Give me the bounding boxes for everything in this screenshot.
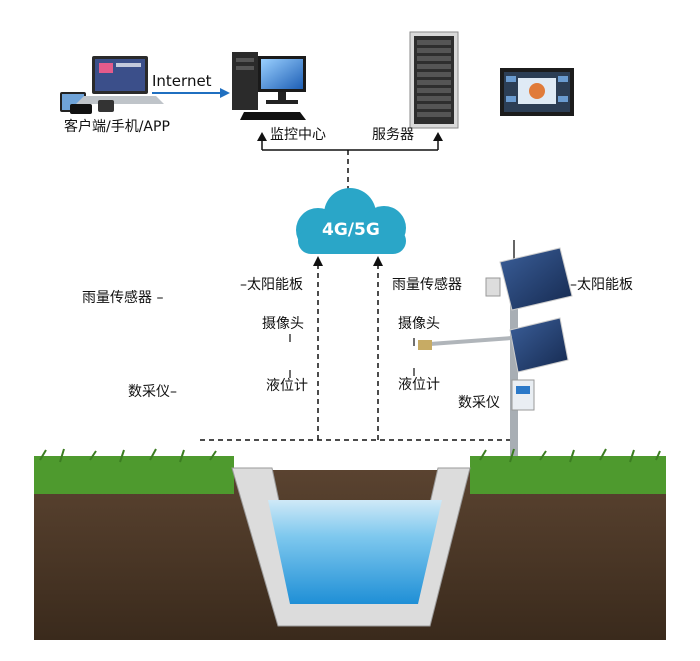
internet-arrow: [152, 88, 230, 98]
server-rack-icon: [409, 31, 459, 129]
client-devices-icon: [60, 56, 164, 114]
right-water-gauge-label: 液位计: [398, 377, 440, 393]
right-rain-sensor-label: 雨量传感器: [392, 277, 462, 293]
left-water-gauge-label: 液位计: [266, 378, 308, 394]
right-data-logger-label: 数采仪: [458, 395, 500, 411]
cloud-icon: [296, 188, 406, 254]
left-data-logger-text: 数采仪: [128, 384, 170, 400]
video-wall-icon: [500, 68, 574, 116]
server-label: 服务器: [372, 127, 414, 143]
left-data-logger-label: 数采仪–: [128, 384, 177, 400]
left-rain-sensor-text: 雨量传感器: [82, 290, 152, 306]
ground-section: [34, 448, 666, 640]
cloud-label: 4G/5G: [322, 220, 380, 240]
left-solar-panel-text: 太阳能板: [247, 277, 303, 293]
right-camera-label: 摄像头: [398, 316, 440, 332]
clients-label: 客户端/手机/APP: [64, 119, 170, 135]
right-solar-panel-label: –太阳能板: [570, 277, 633, 293]
left-camera-label: 摄像头: [262, 316, 304, 332]
right-solar-panel-text: 太阳能板: [577, 277, 633, 293]
left-rain-sensor-label: 雨量传感器 –: [82, 290, 164, 306]
internet-label: Internet: [152, 72, 212, 90]
top-connector: [261, 140, 439, 151]
field-uplinks: [200, 264, 512, 441]
monitoring-station-icon: [418, 240, 573, 460]
monitor-center-pc-icon: [232, 52, 306, 120]
left-solar-panel-label: –太阳能板: [240, 277, 303, 293]
monitor-center-label: 监控中心: [270, 127, 326, 143]
